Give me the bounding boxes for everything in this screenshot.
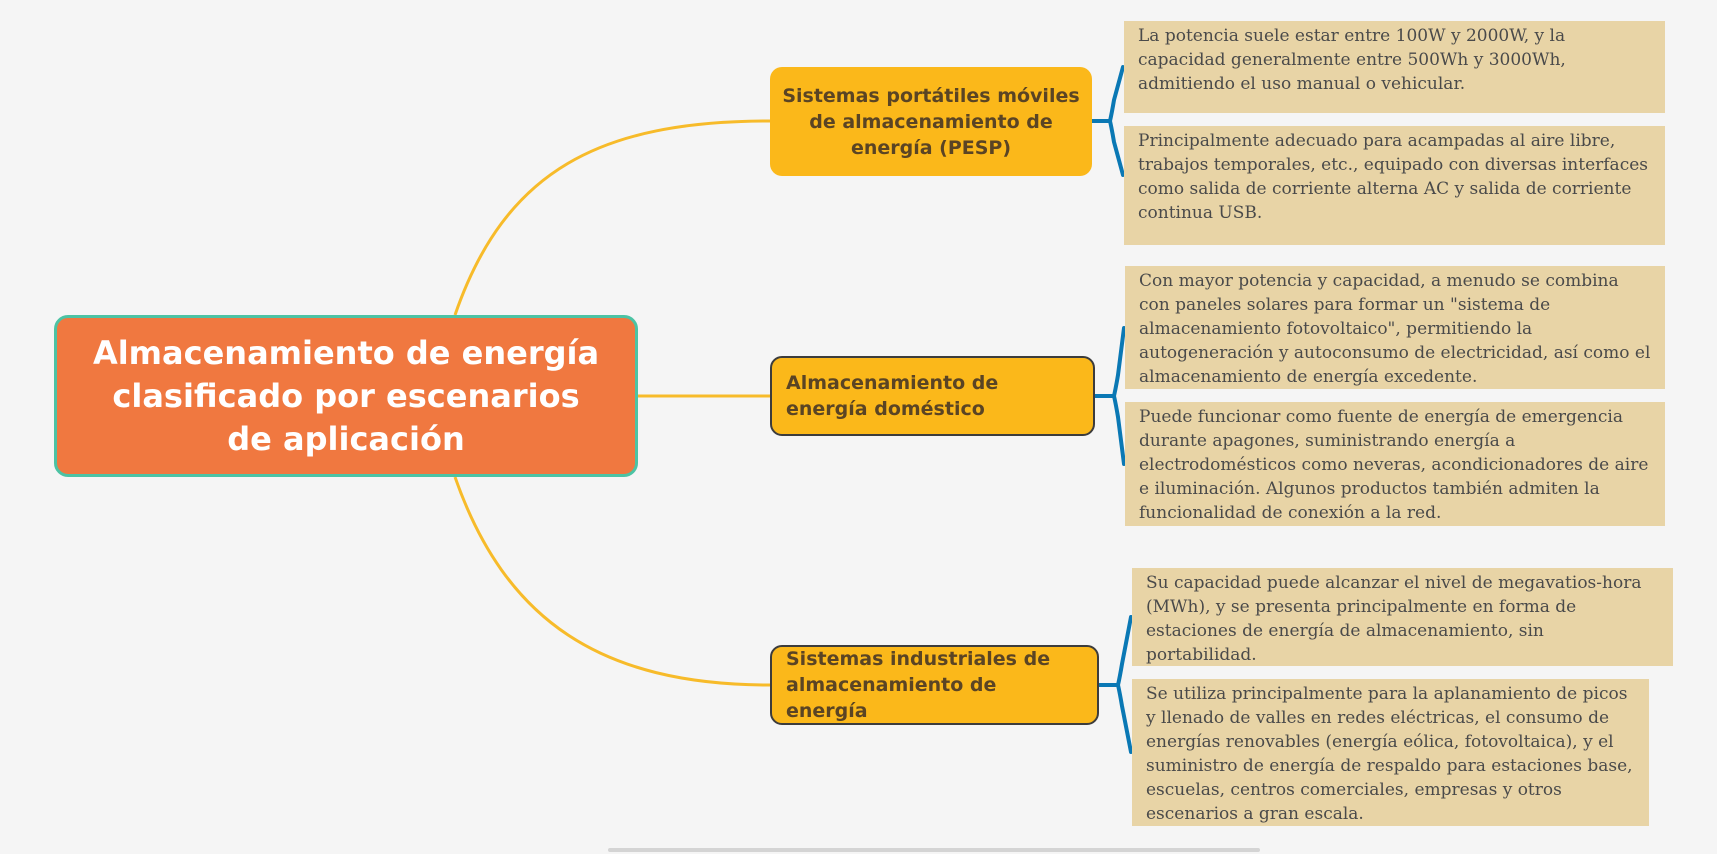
note-portable-power-capacity[interactable]: La potencia suele estar entre 100W y 200… [1124, 21, 1665, 113]
connector-industrial-notes [1097, 615, 1133, 754]
note-portable-uses[interactable]: Principalmente adecuado para acampadas a… [1124, 126, 1665, 245]
horizontal-scrollbar[interactable] [608, 848, 1260, 852]
note-industrial-uses[interactable]: Se utiliza principalmente para la aplana… [1132, 679, 1649, 826]
branch-portable-storage[interactable]: Sistemas portátiles móviles de almacenam… [770, 67, 1092, 176]
connector-root-to-industrial [453, 476, 771, 687]
branch-industrial-storage[interactable]: Sistemas industriales de almacenamiento … [770, 645, 1099, 725]
note-industrial-capacity[interactable]: Su capacidad puede alcanzar el nivel de … [1132, 568, 1673, 666]
connector-root-to-pesp [453, 119, 771, 316]
connector-pesp-notes [1090, 65, 1125, 177]
note-domestic-solar[interactable]: Con mayor potencia y capacidad, a menudo… [1125, 266, 1665, 389]
root-topic-label: Almacenamiento de energía clasificado po… [92, 333, 600, 458]
note-domestic-backup[interactable]: Puede funcionar como fuente de energía d… [1125, 402, 1665, 526]
branch-domestic-storage[interactable]: Almacenamiento de energía doméstico [770, 356, 1095, 436]
connector-domestic-notes [1093, 326, 1126, 466]
root-topic[interactable]: Almacenamiento de energía clasificado po… [54, 315, 638, 477]
